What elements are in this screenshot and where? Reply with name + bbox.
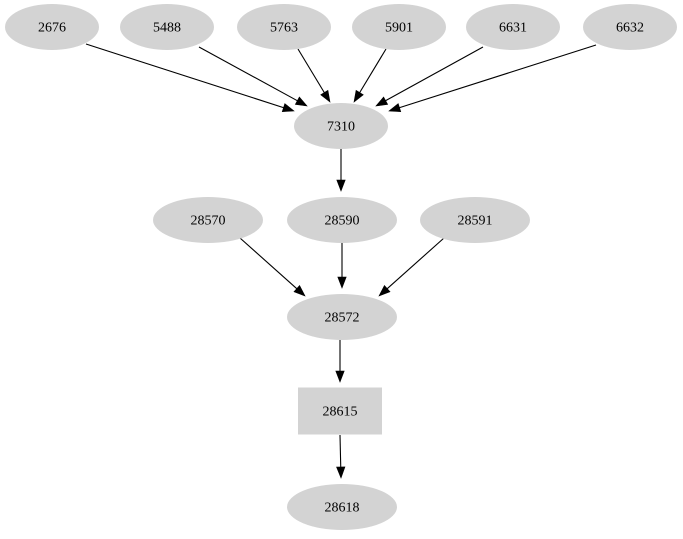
node-ellipse-shape[interactable] [352,4,446,50]
graph-node-28615[interactable]: 28615 [298,387,382,435]
node-ellipse-shape[interactable] [420,197,530,243]
edges-layer [85,43,597,479]
arrowhead-icon [320,89,331,103]
edge-2676-to-7310 [85,43,295,112]
edge-line [297,48,326,95]
graph-node-5763[interactable]: 5763 [237,4,331,50]
arrowhead-icon [293,285,306,297]
graph-node-28572[interactable]: 28572 [287,294,397,340]
graph-node-28591[interactable]: 28591 [420,197,530,243]
arrowhead-icon [336,466,346,479]
graph-node-28570[interactable]: 28570 [153,197,263,243]
node-ellipse-shape[interactable] [583,4,677,50]
edge-line [384,46,484,102]
graph-node-7310[interactable]: 7310 [294,103,388,149]
node-ellipse-shape[interactable] [5,4,99,50]
graph-node-28590[interactable]: 28590 [287,197,397,243]
edge-line [85,43,286,109]
edge-28591-to-28572 [378,237,445,297]
edge-28572-to-28615 [335,340,345,383]
arrowhead-icon [335,370,345,383]
edge-28615-to-28618 [336,434,346,479]
node-ellipse-shape[interactable] [287,294,397,340]
arrowhead-icon [294,96,308,107]
graph-node-5488[interactable]: 5488 [120,4,214,50]
arrowhead-icon [281,103,295,112]
arrowhead-icon [336,179,346,192]
edge-line [385,237,445,291]
arrowhead-icon [353,89,364,103]
edge-line [339,434,342,469]
edge-line [358,48,387,95]
edge-28590-to-28572 [337,243,347,289]
node-rect-shape[interactable] [298,387,382,435]
node-ellipse-shape[interactable] [287,484,397,530]
node-ellipse-shape[interactable] [287,197,397,243]
node-ellipse-shape[interactable] [153,197,263,243]
arrowhead-icon [388,103,402,112]
edge-5763-to-7310 [297,48,331,103]
edge-5488-to-7310 [198,46,308,107]
edge-7310-to-28590 [336,149,346,192]
edge-5901-to-7310 [353,48,387,103]
edge-28570-to-28572 [239,237,306,297]
arrowhead-icon [378,285,391,297]
node-ellipse-shape[interactable] [466,4,560,50]
graph-node-6632[interactable]: 6632 [583,4,677,50]
arrowhead-icon [375,96,389,107]
node-ellipse-shape[interactable] [294,103,388,149]
node-ellipse-shape[interactable] [120,4,214,50]
edge-6631-to-7310 [375,46,484,107]
edge-line [198,46,299,102]
graph-node-2676[interactable]: 2676 [5,4,99,50]
graph-node-5901[interactable]: 5901 [352,4,446,50]
arrowhead-icon [337,276,347,289]
node-ellipse-shape[interactable] [237,4,331,50]
graph-node-6631[interactable]: 6631 [466,4,560,50]
edge-6632-to-7310 [388,44,597,112]
edge-line [239,237,299,291]
edge-line [397,44,597,109]
graph-node-28618[interactable]: 28618 [287,484,397,530]
